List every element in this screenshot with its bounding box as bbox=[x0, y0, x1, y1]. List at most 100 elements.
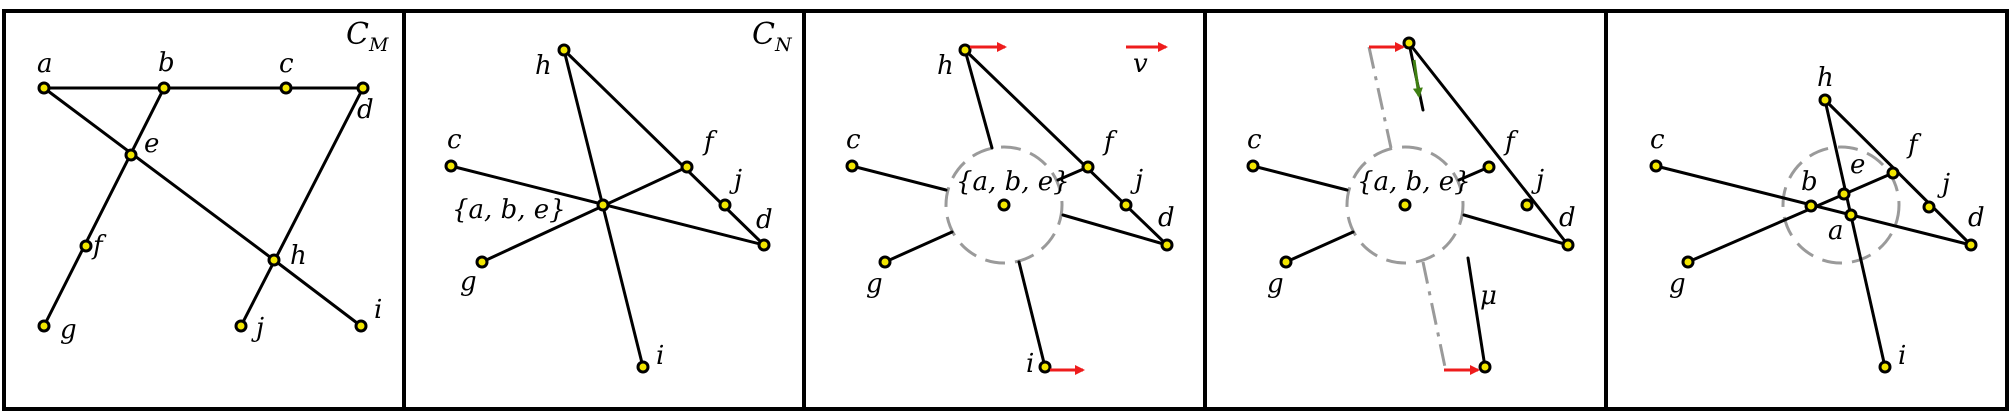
label-d: d bbox=[1559, 203, 1576, 233]
node-c bbox=[279, 81, 293, 95]
label-g: g bbox=[1669, 269, 1686, 299]
label-i: i bbox=[1898, 341, 1906, 371]
label-f: f bbox=[1503, 127, 1519, 157]
edge-b-g bbox=[42, 86, 166, 328]
node-c bbox=[1649, 159, 1663, 173]
node-d bbox=[757, 238, 771, 252]
node-a bbox=[1844, 208, 1858, 222]
panel-cm: CM a b c d e f g h j i bbox=[37, 17, 389, 345]
label-a: a bbox=[37, 49, 53, 79]
panel-5-nodes bbox=[1649, 93, 1978, 374]
label-i: i bbox=[374, 295, 382, 325]
edge-d-j bbox=[239, 86, 365, 328]
node-c bbox=[444, 159, 458, 173]
label-i: i bbox=[656, 341, 664, 371]
panel-cm-title: CM bbox=[346, 17, 389, 56]
node-e bbox=[124, 148, 138, 162]
node-g bbox=[37, 319, 51, 333]
edge-h-stub bbox=[963, 48, 994, 150]
contracted-region-circle bbox=[944, 145, 1064, 265]
edge-h-i bbox=[272, 258, 363, 328]
node-i bbox=[636, 360, 650, 374]
panel-cm-edges bbox=[42, 86, 365, 328]
label-d: d bbox=[756, 205, 773, 235]
node-abe bbox=[997, 198, 1011, 212]
figure-frame bbox=[2, 9, 2009, 411]
ghost-path-i bbox=[1421, 261, 1447, 368]
label-g: g bbox=[1267, 269, 1284, 299]
node-e bbox=[1837, 187, 1851, 201]
label-j: j bbox=[1130, 165, 1143, 195]
node-g bbox=[475, 255, 489, 269]
node-i bbox=[1038, 360, 1052, 374]
node-f bbox=[680, 160, 694, 174]
node-i bbox=[1478, 360, 1492, 374]
node-j bbox=[718, 198, 732, 212]
node-h bbox=[958, 43, 972, 57]
node-g bbox=[1681, 255, 1695, 269]
label-j: j bbox=[1531, 165, 1544, 195]
node-d bbox=[1160, 238, 1174, 252]
edge-h-d bbox=[562, 48, 766, 247]
panel-3-nodes bbox=[845, 43, 1174, 374]
edge-h-i bbox=[1823, 98, 1887, 369]
panel-3-arrows bbox=[970, 42, 1168, 375]
edge-g-stub bbox=[883, 230, 954, 264]
edge-d-stub bbox=[1462, 213, 1570, 247]
edge-a-h bbox=[42, 86, 276, 262]
label-abe: {a, b, e} bbox=[1357, 167, 1471, 197]
label-f: f bbox=[1906, 130, 1922, 160]
node-abe bbox=[596, 198, 610, 212]
edge-c-stub bbox=[1251, 164, 1349, 192]
edge-h-d bbox=[963, 48, 1169, 247]
node-i bbox=[354, 319, 368, 333]
panel-5: h c f e b j a d g i bbox=[1649, 63, 1985, 374]
label-h: h bbox=[290, 241, 307, 271]
label-abe: {a, b, e} bbox=[452, 195, 566, 225]
label-g: g bbox=[460, 267, 477, 297]
node-c bbox=[845, 159, 859, 173]
node-d bbox=[1561, 238, 1575, 252]
panel-4: c {a, b, e} f j d g μ bbox=[1246, 36, 1576, 375]
label-h: h bbox=[937, 51, 954, 81]
label-abe: {a, b, e} bbox=[956, 167, 1070, 197]
node-j bbox=[1520, 198, 1534, 212]
label-d: d bbox=[1158, 203, 1175, 233]
edge-g-stub bbox=[1284, 230, 1355, 264]
label-a: a bbox=[1828, 216, 1844, 246]
label-j: j bbox=[1937, 169, 1950, 199]
panel-3-edges bbox=[850, 48, 1169, 369]
label-c: c bbox=[279, 49, 294, 79]
panel-4-edges bbox=[1251, 41, 1570, 369]
node-i bbox=[1878, 360, 1892, 374]
node-d bbox=[1964, 238, 1978, 252]
node-b bbox=[1804, 199, 1818, 213]
label-j: j bbox=[251, 313, 264, 343]
node-f bbox=[1081, 160, 1095, 174]
label-b: b bbox=[158, 48, 175, 78]
node-j bbox=[234, 319, 248, 333]
edge-c-stub bbox=[850, 164, 948, 192]
label-c: c bbox=[846, 125, 861, 155]
label-f: f bbox=[1102, 127, 1118, 157]
label-c: c bbox=[1650, 125, 1665, 155]
panel-cn: CN h c {a, b, e} f j d g i bbox=[444, 17, 793, 374]
node-g bbox=[878, 255, 892, 269]
label-f: f bbox=[91, 231, 107, 261]
label-j: j bbox=[729, 165, 742, 195]
node-h bbox=[267, 253, 281, 267]
panel-4-nodes bbox=[1246, 36, 1575, 374]
node-j bbox=[1119, 198, 1133, 212]
node-j bbox=[1922, 200, 1936, 214]
contracted-region-circle bbox=[1345, 145, 1465, 265]
edge-g-f bbox=[1686, 171, 1895, 264]
label-mu: μ bbox=[1480, 281, 1497, 311]
edge-i-stub bbox=[1017, 260, 1047, 369]
node-h bbox=[557, 43, 571, 57]
label-e: e bbox=[144, 129, 159, 159]
label-b: b bbox=[1801, 167, 1818, 197]
panel-cn-title: CN bbox=[752, 17, 793, 56]
node-d bbox=[356, 81, 370, 95]
panel-5-edges bbox=[1654, 98, 1973, 369]
panel-cm-nodes bbox=[37, 81, 370, 333]
